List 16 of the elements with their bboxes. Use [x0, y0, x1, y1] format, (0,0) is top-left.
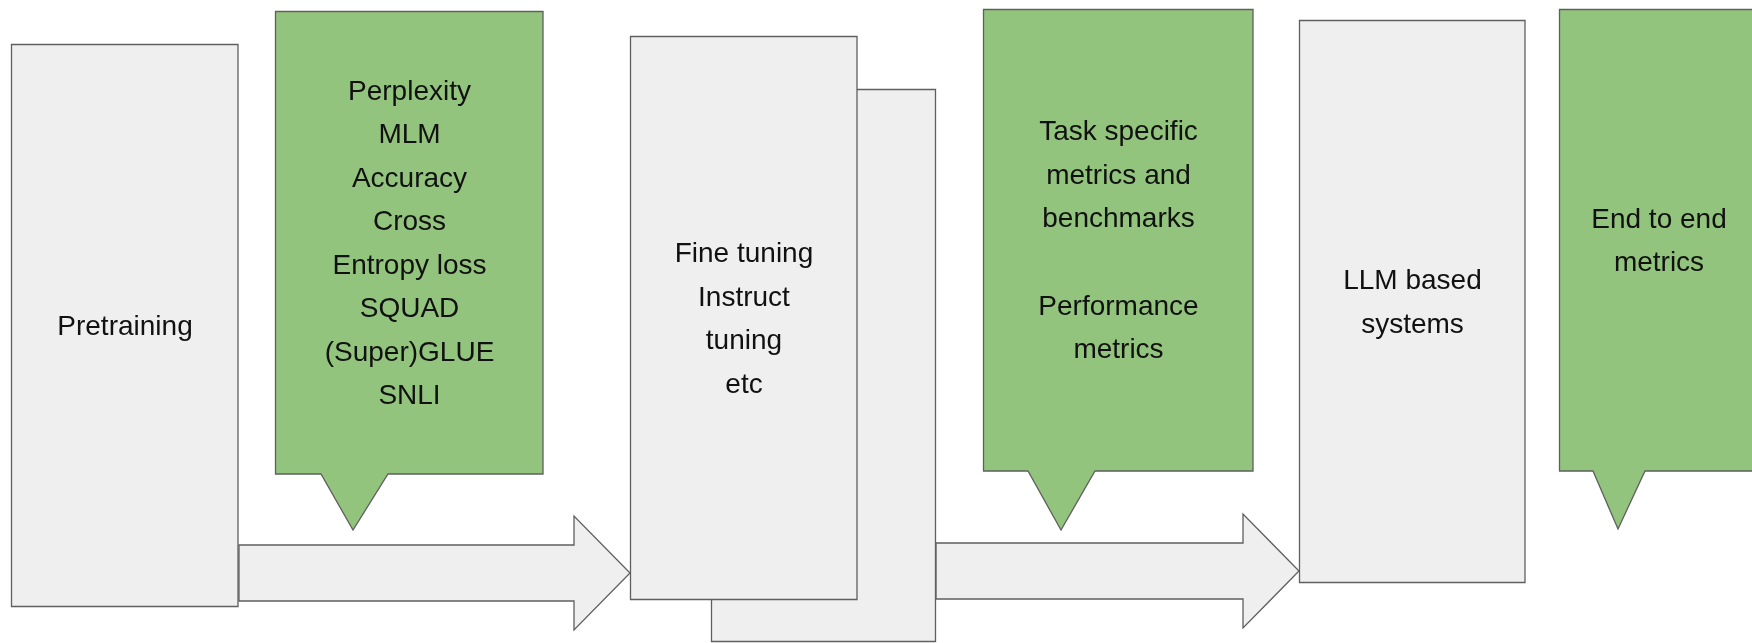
box-label: Fine tuning [674, 236, 814, 270]
box-label: LLM based systems [1342, 263, 1483, 341]
box-label: etc [725, 366, 763, 401]
block-arrow [935, 512, 1300, 630]
box-label: End to end metrics [1590, 201, 1728, 279]
box-label: Cross Entropy loss [331, 204, 488, 282]
box-label: SQUAD [359, 291, 460, 325]
box-label: SNLI [378, 378, 441, 412]
box-label: Accuracy [351, 160, 468, 195]
box-label: Pretraining [57, 308, 193, 343]
box-label: Perplexity [348, 73, 471, 108]
block-arrow [238, 514, 631, 632]
box-label: MLM [378, 117, 441, 151]
box-label: Task specific metrics and benchmarks [1038, 114, 1199, 236]
box-label: (Super)GLUE [324, 334, 495, 369]
box-label: Performance metrics [1037, 288, 1200, 367]
